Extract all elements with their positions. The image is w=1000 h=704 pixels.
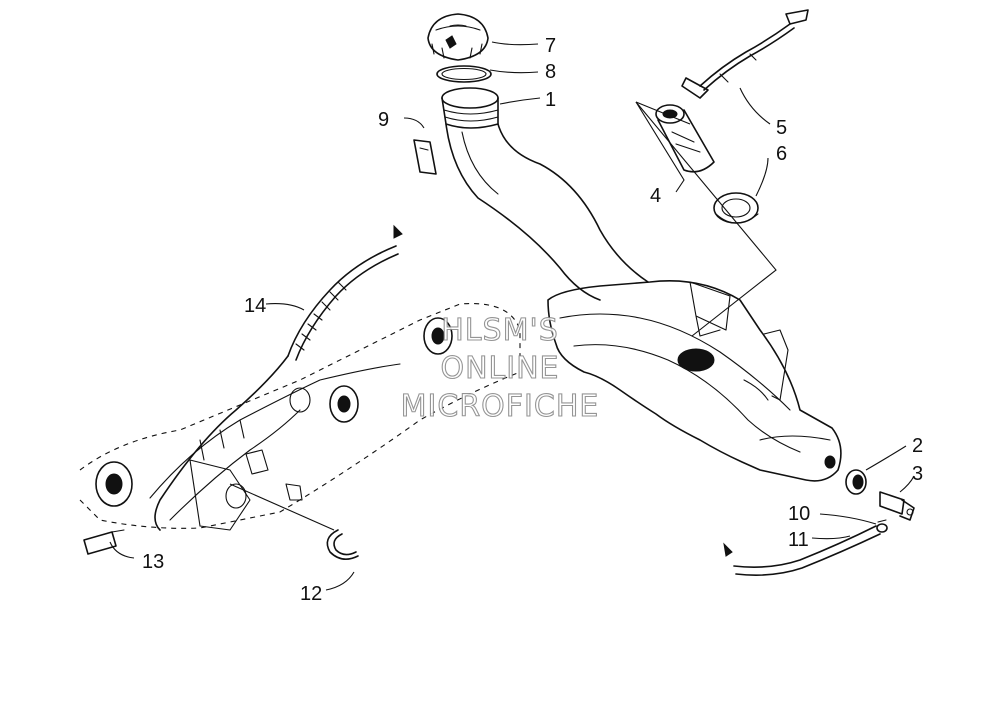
watermark: HLSM'S ONLINE MICROFICHE [400, 312, 600, 424]
clip-part-9[interactable] [413, 139, 437, 175]
label-part-3[interactable]: 3 [912, 463, 923, 485]
label-part-7[interactable]: 7 [545, 35, 556, 57]
label-part-11[interactable]: 11 [788, 529, 809, 551]
gauge-assembly-part-4[interactable] [635, 101, 777, 337]
watermark-line-3: MICROFICHE [401, 389, 600, 424]
label-part-12[interactable]: 12 [300, 583, 322, 605]
watermark-line-2: ONLINE [440, 351, 559, 386]
label-part-6[interactable]: 6 [776, 143, 787, 165]
label-part-2[interactable]: 2 [912, 435, 923, 457]
fitting-part-3[interactable] [879, 491, 915, 521]
part-labels: 7 8 1 9 5 6 4 14 2 3 10 11 13 12 [142, 35, 923, 605]
wire-lead-part-5[interactable] [681, 9, 809, 99]
fitting-part-13[interactable] [83, 529, 125, 555]
filler-neck-part-1[interactable] [441, 87, 649, 301]
label-part-13[interactable]: 13 [142, 551, 164, 573]
seal-ring-part-8[interactable] [436, 65, 492, 83]
gear-disc-middle [329, 385, 359, 423]
gear-disc-upper [423, 317, 453, 355]
gear-disc-left [95, 461, 133, 507]
grommet-part-2[interactable] [845, 469, 867, 495]
clamp-ring-part-12[interactable] [326, 529, 359, 560]
leader-lines [109, 41, 915, 591]
clamp-part-10[interactable] [876, 519, 888, 533]
label-part-9[interactable]: 9 [378, 109, 389, 131]
watermark-line-1: HLSM'S [441, 313, 559, 348]
label-part-14[interactable]: 14 [244, 295, 266, 317]
fuel-tank[interactable] [547, 280, 842, 482]
label-part-10[interactable]: 10 [788, 503, 810, 525]
label-part-5[interactable]: 5 [776, 117, 787, 139]
fuel-cap-part-7[interactable] [427, 13, 489, 61]
spring-hose-part-14[interactable] [154, 224, 403, 531]
frame-assembly [79, 302, 521, 531]
label-part-4[interactable]: 4 [650, 185, 661, 207]
label-part-1[interactable]: 1 [545, 89, 556, 111]
hose-part-11[interactable] [723, 525, 881, 576]
label-part-8[interactable]: 8 [545, 61, 556, 83]
